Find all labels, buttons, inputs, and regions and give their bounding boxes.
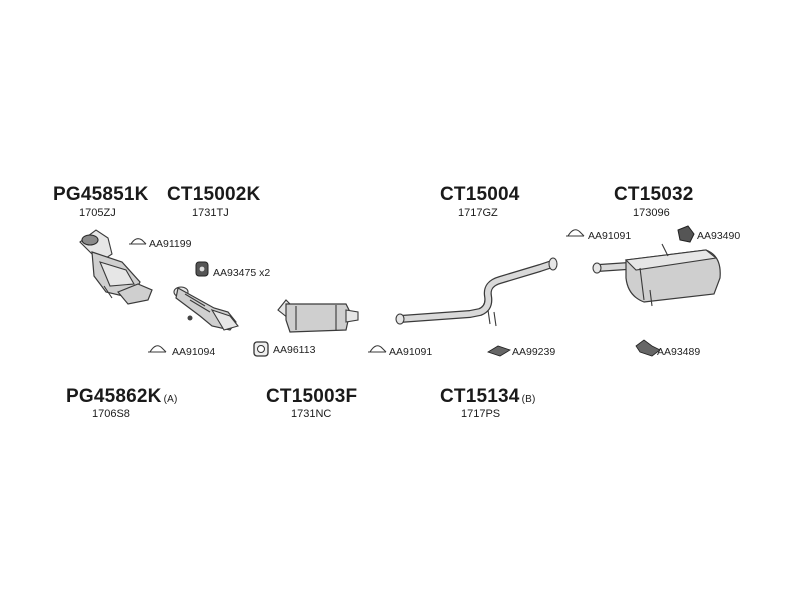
front-pipe-drawing [173,286,239,331]
part-ref-1731tj: 1731TJ [192,207,229,219]
accessory-label-aa99239: AA99239 [512,346,556,358]
part-ref-1731nc: 1731NC [291,408,332,420]
catalytic-converter-drawing [79,229,153,305]
accessory-label-aa93489: AA93489 [657,346,701,358]
part-ref-173096: 173096 [633,207,670,219]
part-code-ct15002k: CT15002K [167,184,261,205]
accessory-label-aa91091-mid: AA91091 [389,346,433,358]
gasket-aa96113-icon [253,341,269,357]
clamp-aa91199-icon [129,238,147,245]
part-code-pg45862k: PG45862K(A) [66,386,178,407]
part-code-ct15003f: CT15003F [266,386,358,407]
rubber-mount-aa93475-icon [195,261,209,277]
particulate-filter-drawing [277,299,359,333]
part-code-pg45851k: PG45851K [53,184,149,205]
bracket-aa99239-icon [487,345,511,357]
accessory-label-aa91091-right: AA91091 [588,230,632,242]
intermediate-pipe-drawing [395,257,558,327]
clamp-aa91091-right-icon [566,229,585,237]
accessory-label-aa96113: AA96113 [273,344,316,356]
accessory-label-aa93475: AA93475 x2 [213,267,271,279]
rubber-mount-aa93490-icon [677,225,695,243]
part-ref-1717ps: 1717PS [461,408,501,420]
accessory-label-aa91094: AA91094 [172,346,216,358]
accessory-label-aa91199: AA91199 [149,238,192,250]
bracket-aa93489-icon [635,339,661,357]
accessory-label-aa93490: AA93490 [697,230,741,242]
rear-silencer-drawing [592,243,721,307]
part-ref-1717gz: 1717GZ [458,207,498,219]
part-code-ct15004: CT15004 [440,184,520,205]
clamp-aa91094-icon [148,345,167,353]
part-code-ct15134: CT15134(B) [440,386,536,407]
part-ref-1706s8: 1706S8 [92,408,130,420]
part-code-ct15032: CT15032 [614,184,694,205]
part-ref-1705zj: 1705ZJ [79,207,116,219]
clamp-aa91091-mid-icon [368,345,387,353]
